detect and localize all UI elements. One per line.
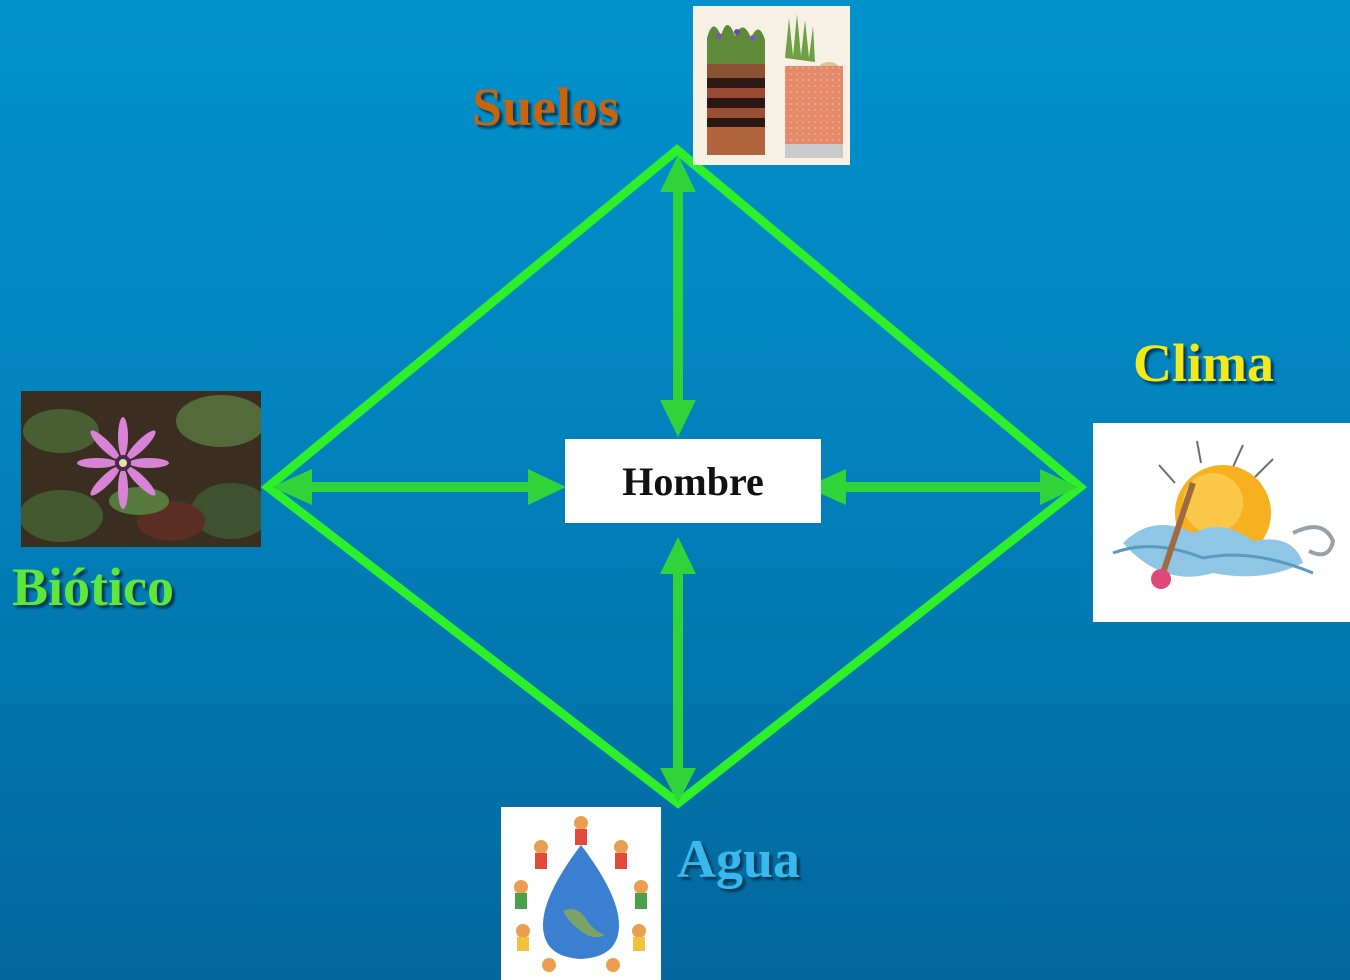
agua-label: Agua	[677, 832, 800, 886]
arrow-hombre-clima	[806, 469, 1078, 505]
arrow-biotico-hombre	[272, 469, 566, 505]
arrow-suelos-hombre	[660, 155, 696, 437]
flower-image	[21, 391, 261, 547]
arrow-hombre-agua	[660, 537, 696, 803]
biotico-label: Biótico	[12, 560, 174, 614]
climate-image	[1093, 423, 1350, 622]
suelos-label: Suelos	[472, 80, 619, 134]
hombre-label: Hombre	[622, 458, 763, 505]
clima-label: Clima	[1133, 336, 1274, 390]
hombre-box: Hombre	[565, 439, 821, 523]
water-image	[501, 807, 661, 980]
soil-image	[693, 6, 850, 165]
